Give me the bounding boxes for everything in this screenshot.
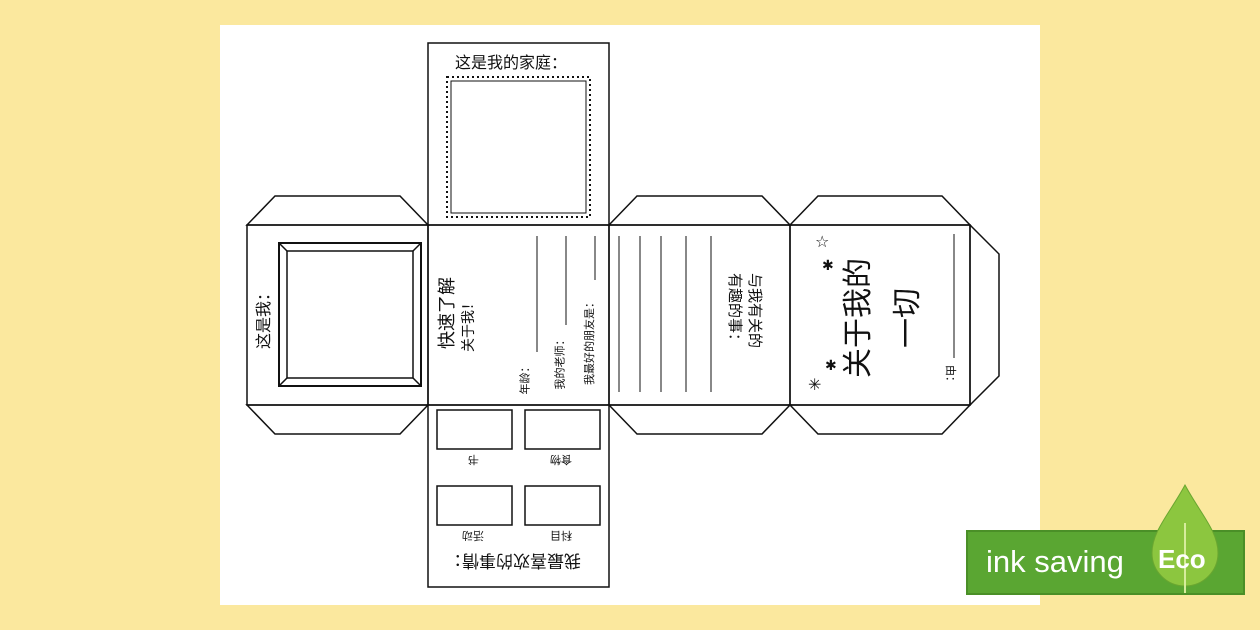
fav-box: [436, 409, 513, 450]
eco-label: Eco: [1158, 544, 1206, 574]
interesting-title-1: 与我有关的: [746, 272, 765, 349]
teacher-label: 我的老师：: [553, 334, 567, 390]
quick-title-2: 关于我！: [461, 296, 477, 352]
face-favorites: [427, 404, 610, 588]
asterisk-icon: ✳: [808, 375, 822, 394]
fav-subject-label: 科目: [550, 529, 572, 542]
flap: [788, 404, 972, 435]
quick-title-1: 快速了解: [437, 277, 458, 349]
fav-book-label: 书: [468, 453, 479, 466]
cover-title-1: 关于我的: [841, 258, 876, 378]
interesting-title-2: 有趣的事：: [726, 272, 745, 349]
favorites-title: 我最喜欢的事情：: [445, 550, 581, 570]
flap: [788, 195, 972, 226]
me-photo-frame: [278, 242, 422, 387]
star-icon: ☆: [815, 232, 830, 251]
worksheet-paper: [220, 25, 1040, 605]
asterisk-icon: ✱: [822, 258, 834, 274]
leaf-drop-icon: [1151, 483, 1219, 593]
ink-saving-text: ink saving: [986, 544, 1124, 579]
fav-box: [524, 485, 601, 526]
family-title: 这是我的家庭：: [455, 53, 568, 72]
best-friend-label: 我最好的朋友是：: [583, 297, 596, 385]
family-photo-frame: [446, 76, 591, 218]
fav-activity-label: 活动: [462, 529, 484, 542]
family-photo-frame-inner: [450, 80, 587, 214]
this-is-me-title: 这是我：: [254, 284, 274, 350]
fav-box: [436, 485, 513, 526]
flap: [969, 223, 1000, 407]
asterisk-icon: ✱: [825, 358, 837, 374]
flap: [607, 195, 792, 226]
flap: [245, 404, 430, 435]
by-label: 由：: [944, 365, 957, 387]
me-photo-frame-inner: [286, 250, 414, 379]
flap: [607, 404, 792, 435]
cover-title-2: 一切: [890, 288, 925, 348]
fav-box: [524, 409, 601, 450]
fav-food-label: 食物: [550, 453, 572, 466]
age-label: 年龄：: [518, 361, 532, 395]
flap: [245, 195, 430, 226]
